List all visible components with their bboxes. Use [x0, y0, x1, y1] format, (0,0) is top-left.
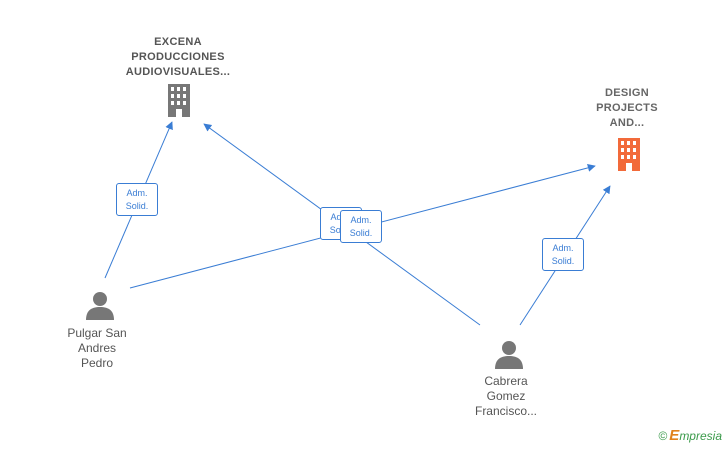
- person-name-line: Gomez: [486, 389, 526, 403]
- company-name-line: EXCENA: [154, 36, 202, 48]
- person-name-line: Pulgar San: [67, 326, 127, 340]
- brand-initial: E: [669, 427, 680, 444]
- person-name-cabrera[interactable]: Cabrera Gomez Francisco...: [456, 374, 556, 419]
- building-icon[interactable]: [166, 84, 192, 118]
- relation-label-line: Solid.: [125, 201, 149, 211]
- relation-badge-cabrera-design[interactable]: Adm. Solid.: [542, 238, 584, 271]
- relation-label-line: Solid.: [349, 228, 373, 238]
- company-name-design[interactable]: DESIGN PROJECTS AND...: [577, 86, 677, 131]
- person-name-line: Cabrera: [484, 374, 528, 388]
- copyright-symbol: ©: [658, 429, 668, 443]
- company-name-line: PRODUCCIONES: [131, 51, 225, 63]
- relation-badge-pulgar-design[interactable]: Adm. Solid.: [340, 210, 382, 243]
- person-name-line: Andres: [77, 341, 117, 355]
- relation-label-line: Adm.: [126, 188, 148, 198]
- company-name-line: AND...: [609, 117, 645, 129]
- company-name-line: DESIGN: [605, 87, 649, 99]
- person-icon[interactable]: [494, 339, 524, 369]
- person-name-line: Francisco...: [474, 404, 537, 418]
- person-icon[interactable]: [85, 290, 115, 320]
- person-name-line: Pedro: [80, 356, 114, 370]
- building-icon[interactable]: [615, 138, 643, 172]
- relation-label-line: Adm.: [350, 215, 372, 225]
- company-name-line: PROJECTS: [596, 102, 658, 114]
- brand-name: mpresia: [679, 429, 722, 443]
- brand-logo: ©Empresia: [658, 427, 722, 444]
- relation-label-line: Solid.: [551, 256, 575, 266]
- relation-label-line: Adm.: [552, 243, 574, 253]
- company-name-excena[interactable]: EXCENA PRODUCCIONES AUDIOVISUALES...: [118, 35, 238, 80]
- relation-badge-pulgar-excena[interactable]: Adm. Solid.: [116, 183, 158, 216]
- company-name-line: AUDIOVISUALES...: [125, 66, 231, 78]
- person-name-pulgar[interactable]: Pulgar San Andres Pedro: [47, 326, 147, 371]
